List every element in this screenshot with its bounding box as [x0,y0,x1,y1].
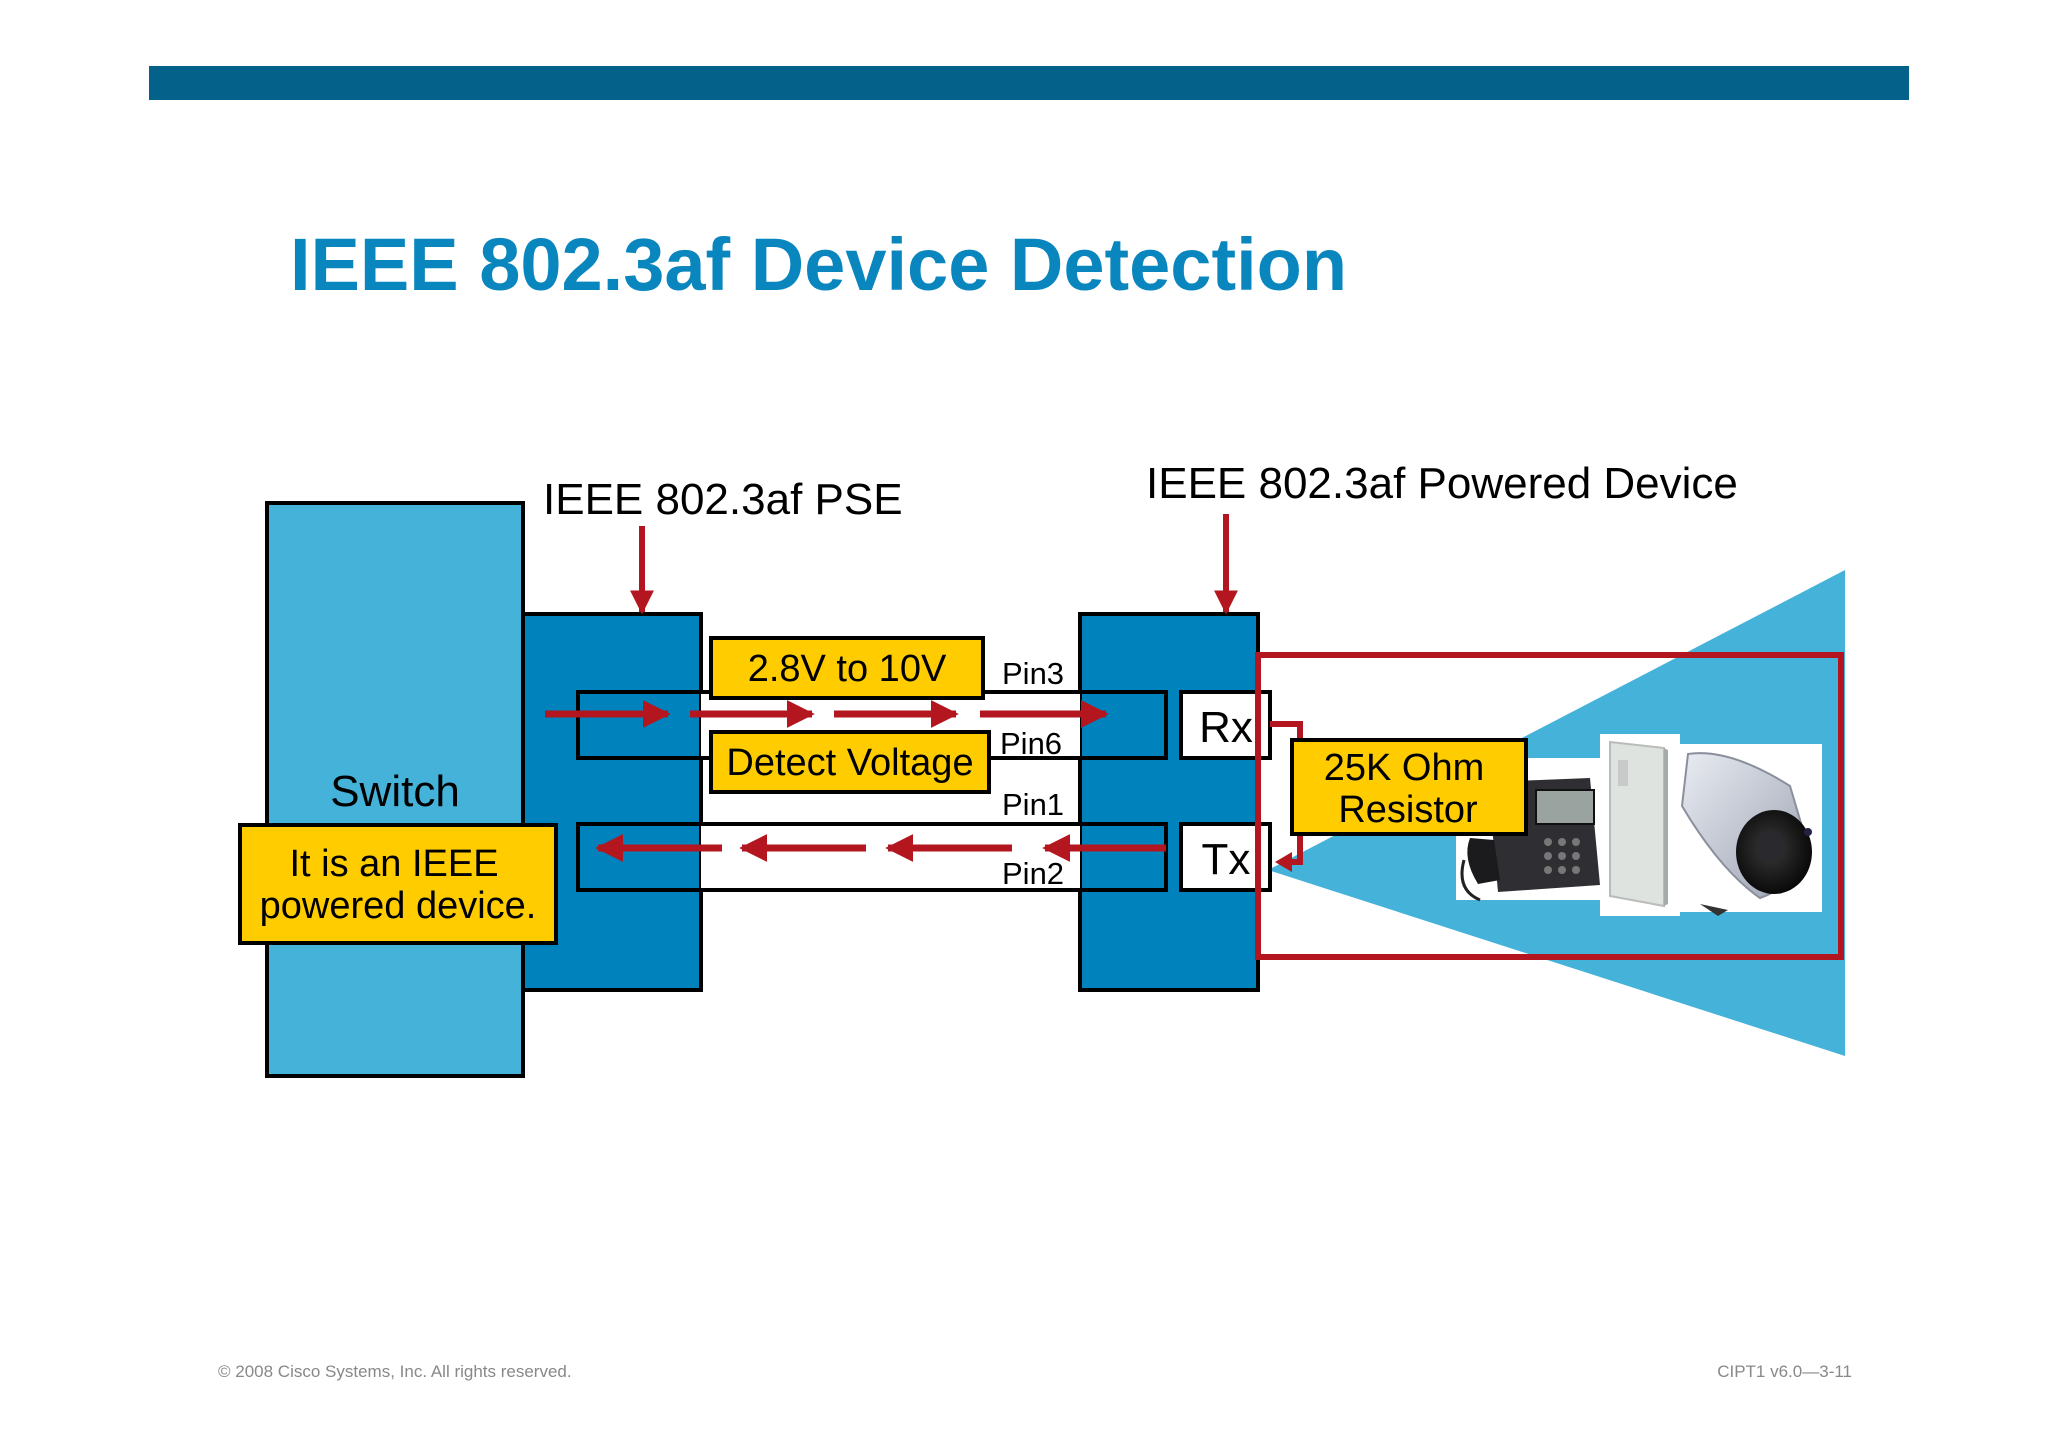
voltage-label: 2.8V to 10V [748,648,947,690]
resistor-callout [1290,738,1528,836]
switch-box [265,501,525,1078]
footer-copyright: © 2008 Cisco Systems, Inc. All rights re… [218,1362,572,1381]
voltage-box [709,636,985,700]
rx-label: Rx [1199,703,1253,752]
pin6-label: Pin6 [1000,726,1062,761]
switch-callout-line2: powered device. [260,885,537,927]
detect-voltage-label: Detect Voltage [726,742,973,784]
pin3-label: Pin3 [1002,656,1064,691]
detect-voltage-box [709,730,991,794]
powered-devices-group [1456,734,1822,916]
powered-device-outline [1255,652,1844,960]
security-camera-icon [1668,744,1822,916]
switch-callout-line1: It is an IEEE [289,843,498,885]
pd-label: IEEE 802.3af Powered Device [1146,459,1738,508]
pd-module [1078,612,1260,992]
resistor-label-line2: Resistor [1338,789,1478,831]
switch-callout [238,823,558,945]
footer-course-code: CIPT1 v6.0—3-11 [1717,1362,1852,1381]
resistor-label-line1: 25K Ohm [1324,747,1485,789]
pse-label: IEEE 802.3af PSE [543,475,903,524]
switch-label: Switch [330,767,460,816]
pin2-label: Pin2 [1002,856,1064,891]
slide-title: IEEE 802.3af Device Detection [290,223,1347,306]
tx-label: Tx [1202,835,1251,884]
header-bar [149,66,1909,100]
pin1-label: Pin1 [1002,787,1064,822]
